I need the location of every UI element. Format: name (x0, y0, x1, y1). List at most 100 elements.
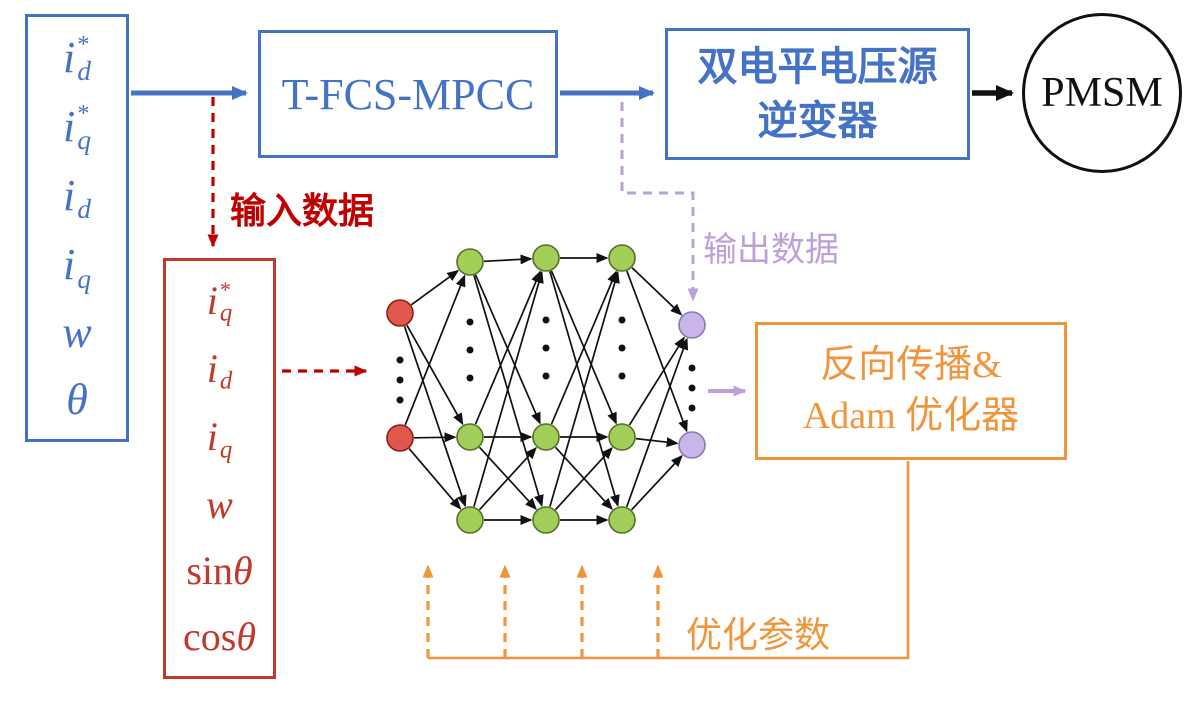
nn-output-node (678, 311, 706, 339)
variable-id: i d (62, 170, 91, 224)
input-data-label: 输入数据 (230, 191, 375, 231)
optimizer-label-line2: Adam 优化器 (802, 395, 1020, 437)
ellipsis-dot (618, 344, 626, 352)
ellipsis-dot (688, 404, 696, 412)
variable-sup (220, 348, 232, 369)
variable-sup: * (77, 31, 90, 59)
variable-scripts: d (77, 173, 91, 224)
variable-sub: q (219, 436, 233, 464)
inverter-label-line2: 逆变器 (757, 98, 878, 143)
pmsm-label: PMSM (1041, 70, 1163, 116)
ellipsis-dot (466, 318, 474, 326)
nn-hidden-node (608, 244, 636, 272)
variable-scripts: * q (219, 276, 232, 326)
variable-base: i (62, 170, 76, 220)
variable-scripts: q (220, 416, 232, 462)
ellipsis-dot (542, 344, 550, 352)
ellipsis-dot (466, 346, 474, 354)
nn-ellipsis-dots (396, 316, 696, 412)
nn-input-node (386, 424, 414, 452)
nn-connection (635, 437, 679, 448)
nn-connection (631, 267, 683, 316)
variable-iq-ref: i * q (206, 276, 233, 326)
variable-prefix: cos (183, 613, 237, 659)
nn-connection (628, 336, 685, 426)
controller-box: T-FCS-MPCC (258, 30, 558, 158)
nn-connection (478, 446, 537, 511)
network-inputs-box: i * q i d i q w sin θ (163, 258, 276, 679)
variable-sub: q (219, 299, 233, 327)
nn-hidden-node (608, 506, 636, 534)
nn-connection (554, 446, 613, 511)
arrow-output-data (620, 102, 699, 302)
variable-sub: d (77, 194, 92, 225)
variable-prefix: sin (186, 547, 234, 593)
pmsm-motor: PMSM (1022, 13, 1182, 173)
variable-sub: q (77, 125, 92, 156)
nn-hidden-node (532, 506, 560, 534)
variable-base: w (206, 481, 233, 527)
variable-base: θ (233, 547, 253, 593)
variable-w: w (62, 310, 91, 355)
variable-theta: θ (66, 374, 88, 424)
variable-base: θ (236, 613, 256, 659)
nn-connection (410, 269, 460, 306)
optimizer-label-line1: 反向传播& (820, 343, 1002, 386)
nn-output-node (678, 431, 706, 459)
nn-hidden-node (532, 244, 560, 272)
nn-hidden-node (608, 423, 636, 451)
nn-connection (630, 454, 683, 511)
nn-hidden-node (456, 423, 484, 451)
nn-connection (406, 324, 464, 426)
nn-connection (413, 432, 457, 443)
variable-sup (77, 173, 91, 196)
variable-id: i d (206, 346, 233, 394)
variable-sup: * (219, 276, 231, 302)
variable-iq: i q (207, 416, 233, 462)
ellipsis-dot (466, 374, 474, 382)
variable-iq-ref: i * q (62, 101, 91, 154)
variable-sub: d (77, 56, 92, 87)
variable-scripts: * d (77, 31, 91, 85)
nn-nodes (386, 244, 706, 534)
nn-hidden-node (456, 248, 484, 276)
controller-label: T-FCS-MPCC (281, 69, 535, 119)
optimizer-box: 反向传播& Adam 优化器 (755, 322, 1067, 460)
nn-hidden-node (532, 423, 560, 451)
variable-sub: d (219, 367, 233, 395)
nn-connection (404, 274, 466, 426)
variable-sup (220, 416, 232, 437)
variable-w: w (206, 481, 233, 527)
nn-input-node (386, 299, 414, 327)
variable-scripts: * q (77, 102, 91, 154)
variable-sin-theta: sin θ (186, 547, 253, 593)
output-data-label: 输出数据 (703, 232, 839, 269)
line-optimizer-feedback (428, 461, 910, 660)
variable-iq: i q (62, 239, 91, 293)
variable-sup (77, 242, 91, 265)
ellipsis-dot (396, 376, 404, 384)
variable-cos-theta: cos θ (183, 613, 256, 659)
ellipsis-dot (542, 316, 550, 324)
variable-base: i (206, 278, 218, 324)
nn-connection (403, 326, 467, 508)
variable-base: i (62, 239, 76, 289)
variable-id-ref: i * d (63, 31, 91, 85)
optimization-params-label: 优化参数 (686, 615, 831, 655)
nn-connection (550, 270, 617, 425)
inverter-label-line1: 双电平电压源 (697, 44, 938, 89)
ellipsis-dot (396, 396, 404, 404)
variable-scripts: q (77, 242, 91, 293)
reference-inputs-box: i * d i * q i d i q (25, 14, 129, 442)
nn-connection (626, 270, 688, 433)
ellipsis-dot (542, 372, 550, 380)
nn-connection (549, 270, 620, 507)
variable-base: i (62, 101, 76, 151)
ellipsis-dot (688, 384, 696, 392)
variable-base: i (206, 346, 218, 392)
inverter-box: 双电平电压源 逆变器 (665, 28, 970, 160)
nn-connection (408, 448, 462, 510)
variable-base: θ (66, 374, 88, 424)
